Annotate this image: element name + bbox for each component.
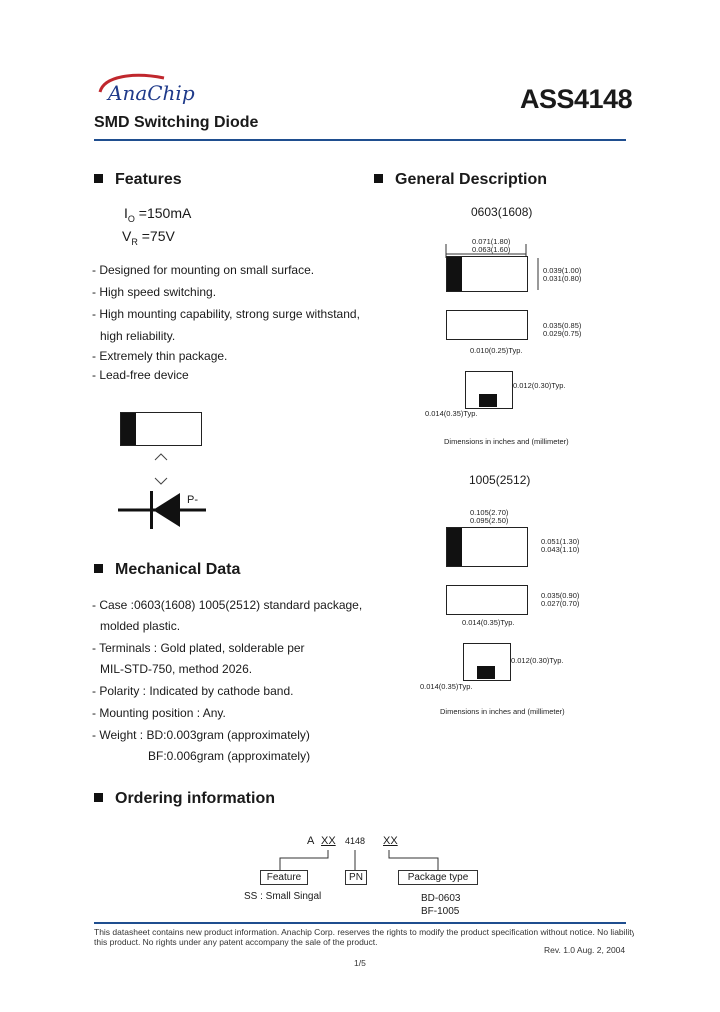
- bullet-square-icon: [94, 793, 103, 802]
- subtitle: SMD Switching Diode: [94, 114, 259, 131]
- package-1005-pad-view: [463, 643, 511, 681]
- mechanical-line-1: - Case :0603(1608) 1005(2512) standard p…: [92, 598, 363, 612]
- package-label-0603: 0603(1608): [471, 205, 533, 219]
- ordering-connector-lines: [279, 850, 439, 870]
- cathode-band: [447, 528, 462, 566]
- dim-lines-0603-top: [445, 244, 539, 290]
- footer-disclaimer-2: this product. No rights under any patent…: [94, 937, 378, 947]
- feature-line-3: - High mounting capability, strong surge…: [92, 307, 360, 321]
- feature-line-2: - High speed switching.: [92, 285, 217, 299]
- bullet-square-icon: [94, 564, 103, 573]
- package-1005-top-view: [446, 527, 528, 567]
- package-note-bd: BD-0603: [421, 893, 461, 904]
- anachip-logo: AnaChip: [94, 70, 214, 110]
- dim-0603-height-max: 0.039(1.00): [543, 266, 582, 275]
- order-code-pn: 4148: [345, 836, 366, 846]
- pad: [479, 394, 497, 407]
- chevron-up-icon: [154, 449, 168, 467]
- dim-1005-pad-width: 0.014(0.35)Typ.: [420, 682, 473, 691]
- io-rating: IO =150mA: [124, 205, 192, 224]
- dim-0603-thickness-min: 0.029(0.75): [543, 329, 582, 338]
- feature-line-5: - Extremely thin package.: [92, 349, 228, 363]
- order-code-package: XX: [383, 835, 398, 847]
- package-0603-side-view: [446, 310, 528, 340]
- bullet-square-icon: [374, 174, 383, 183]
- mechanical-line-8: BF:0.006gram (approximately): [148, 749, 311, 763]
- feature-line-4: high reliability.: [100, 329, 176, 343]
- diode-symbol-icon: [118, 487, 208, 538]
- feature-note: SS : Small Singal: [244, 891, 322, 902]
- dim-1005-height-max: 0.051(1.30): [541, 537, 580, 546]
- package-note-bf: BF-1005: [421, 906, 460, 917]
- features-heading: Features: [94, 171, 182, 189]
- header-rule: [94, 139, 626, 141]
- footer-disclaimer-1: This datasheet contains new product info…: [94, 927, 634, 937]
- mechanical-line-5: - Polarity : Indicated by cathode band.: [92, 684, 294, 698]
- pad: [477, 666, 495, 679]
- page-number: 1/5: [354, 958, 366, 968]
- caption-0603: Dimensions in inches and (millimeter): [444, 437, 569, 446]
- part-number: ASS4148: [520, 84, 633, 114]
- mechanical-line-2: molded plastic.: [100, 619, 181, 633]
- cathode-band: [121, 413, 136, 445]
- package-label-1005: 1005(2512): [469, 473, 531, 487]
- package-illustration: [120, 412, 202, 446]
- feature-line-6: - Lead-free device: [92, 368, 189, 382]
- dim-1005-pad: 0.012(0.30)Typ.: [511, 656, 564, 665]
- dim-1005-thickness-min: 0.027(0.70): [541, 599, 580, 608]
- caption-1005: Dimensions in inches and (millimeter): [440, 707, 565, 716]
- diode-label: P-: [187, 494, 198, 506]
- mechanical-heading: Mechanical Data: [94, 561, 240, 579]
- footer-revision: Rev. 1.0 Aug. 2, 2004: [544, 945, 626, 955]
- dim-0603-thickness-max: 0.035(0.85): [543, 321, 582, 330]
- dim-0603-pad-width: 0.014(0.35)Typ.: [425, 409, 478, 418]
- chevron-down-icon: [154, 473, 168, 491]
- dim-0603-width-min: 0.063(1.60): [472, 245, 511, 254]
- general-description-heading: General Description: [374, 171, 547, 189]
- dim-0603-pad: 0.012(0.30)Typ.: [513, 381, 566, 390]
- bullet-square-icon: [94, 174, 103, 183]
- dim-0603-width-max: 0.071(1.80): [472, 237, 511, 246]
- vr-rating: VR =75V: [122, 228, 175, 247]
- mechanical-line-6: - Mounting position : Any.: [92, 706, 226, 720]
- mechanical-line-3: - Terminals : Gold plated, solderable pe…: [92, 641, 305, 655]
- footer-rule: [94, 922, 626, 924]
- package-0603-top-view: [446, 256, 528, 292]
- pn-box: PN: [345, 870, 367, 885]
- feature-box: Feature: [260, 870, 308, 885]
- dim-0603-height-min: 0.031(0.80): [543, 274, 582, 283]
- dim-1005-height-min: 0.043(1.10): [541, 545, 580, 554]
- dim-1005-width-max: 0.105(2.70): [470, 508, 509, 517]
- ordering-heading: Ordering information: [94, 790, 275, 808]
- order-code-feature: XX: [321, 835, 336, 847]
- cathode-band: [447, 257, 462, 291]
- package-1005-side-view: [446, 585, 528, 615]
- feature-line-1: - Designed for mounting on small surface…: [92, 263, 315, 277]
- package-0603-pad-view: [465, 371, 513, 409]
- dim-1005-thickness-max: 0.035(0.90): [541, 591, 580, 600]
- package-type-box: Package type: [398, 870, 478, 885]
- dim-1005-band: 0.014(0.35)Typ.: [462, 618, 515, 627]
- dim-0603-band: 0.010(0.25)Typ.: [470, 346, 523, 355]
- mechanical-line-7: - Weight : BD:0.003gram (approximately): [92, 728, 310, 742]
- order-code-a: A: [307, 835, 315, 847]
- mechanical-line-4: MIL-STD-750, method 2026.: [100, 662, 253, 676]
- dim-1005-width-min: 0.095(2.50): [470, 516, 509, 525]
- svg-text:AnaChip: AnaChip: [106, 81, 195, 105]
